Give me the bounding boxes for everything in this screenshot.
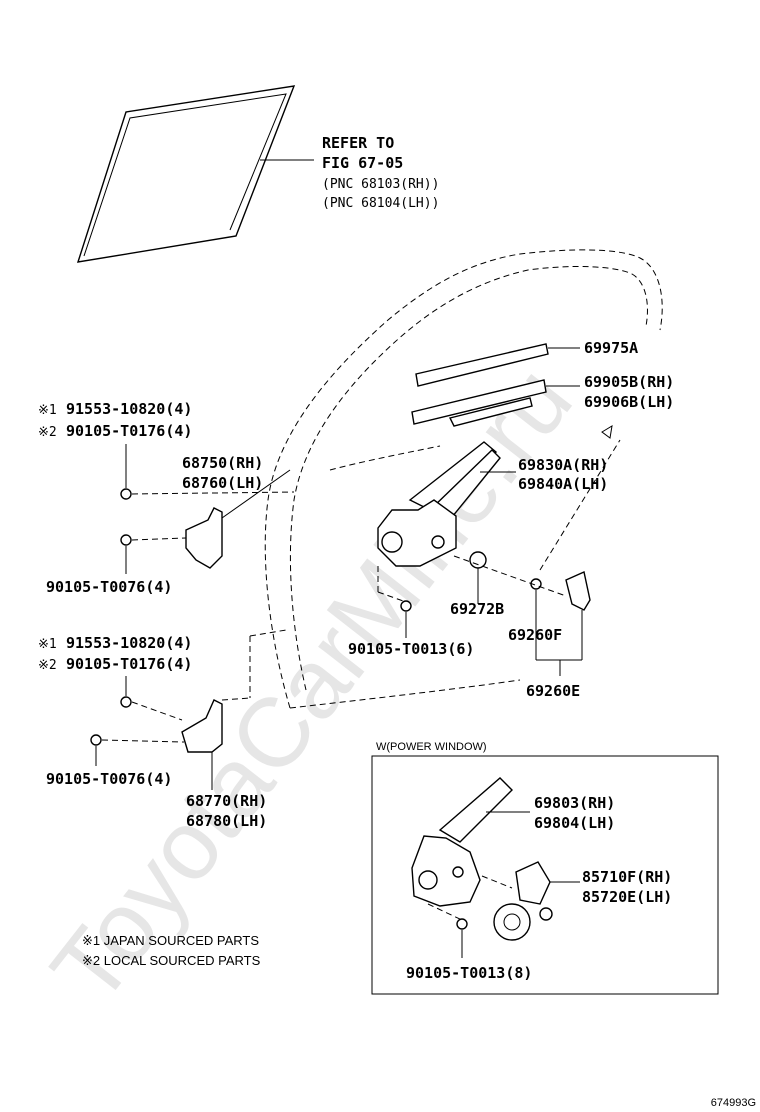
svg-text:69260F: 69260F <box>508 626 562 644</box>
svg-text:68770(RH): 68770(RH) <box>186 792 267 810</box>
regulator-parts: 69272B 69260F 69260E <box>450 439 621 700</box>
weatherstrip-69905B: 69905B(RH) 69906B(LH) <box>411 373 674 439</box>
svg-text:69803(RH): 69803(RH) <box>534 794 615 812</box>
power-window-inset: W(POWER WINDOW) 69803(RH) 69804(LH) 8571… <box>371 741 719 995</box>
lower-bolt-set: ※1 91553-10820(4) ※2 90105-T0176(4) 9010… <box>38 634 192 788</box>
svg-text:※1: ※1 <box>38 403 57 418</box>
weatherstrip-69975A: 69975A <box>415 339 638 387</box>
svg-text:※1: ※1 <box>38 637 57 652</box>
svg-text:69840A(LH): 69840A(LH) <box>518 475 608 493</box>
svg-text:(PNC 68104(LH)): (PNC 68104(LH)) <box>322 196 439 211</box>
svg-text:69830A(RH): 69830A(RH) <box>518 456 608 474</box>
svg-text:※2: ※2 <box>38 425 57 440</box>
figure-id: 674993G <box>711 1097 756 1109</box>
svg-text:85720E(LH): 85720E(LH) <box>582 888 672 906</box>
svg-text:REFER TO: REFER TO <box>322 134 394 152</box>
window-glass <box>76 85 314 263</box>
svg-text:69260E: 69260E <box>526 682 580 700</box>
svg-text:69906B(LH): 69906B(LH) <box>584 393 674 411</box>
glass-reference: REFER TO FIG 67-05 (PNC 68103(RH)) (PNC … <box>322 134 439 211</box>
svg-text:68760(LH): 68760(LH) <box>182 474 263 492</box>
svg-text:69975A: 69975A <box>584 339 638 357</box>
door-frame-outline <box>264 249 663 709</box>
svg-text:※2 LOCAL SOURCED PARTS: ※2 LOCAL SOURCED PARTS <box>82 953 261 968</box>
window-regulator-69830A: 69830A(RH) 69840A(LH) <box>377 441 608 567</box>
svg-text:90105-T0076(4): 90105-T0076(4) <box>46 578 172 596</box>
svg-text:91553-10820(4): 91553-10820(4) <box>66 634 192 652</box>
svg-text:69804(LH): 69804(LH) <box>534 814 615 832</box>
door-hinge-upper: 68750(RH) 68760(LH) <box>120 454 295 569</box>
svg-text:90105-T0176(4): 90105-T0176(4) <box>66 655 192 673</box>
svg-text:69272B: 69272B <box>450 600 504 618</box>
door-hinge-lower: 68770(RH) 68780(LH) <box>90 629 287 830</box>
bolt-90105-T0013: 90105-T0013(6) <box>348 566 474 658</box>
svg-text:90105-T0076(4): 90105-T0076(4) <box>46 770 172 788</box>
svg-text:68780(LH): 68780(LH) <box>186 812 267 830</box>
svg-text:(PNC 68103(RH)): (PNC 68103(RH)) <box>322 177 439 192</box>
svg-text:69905B(RH): 69905B(RH) <box>584 373 674 391</box>
svg-text:85710F(RH): 85710F(RH) <box>582 868 672 886</box>
upper-bolt-set: ※1 91553-10820(4) ※2 90105-T0176(4) 9010… <box>38 400 192 596</box>
power-window-motor <box>493 861 553 941</box>
source-notes: ※1 JAPAN SOURCED PARTS ※2 LOCAL SOURCED … <box>82 933 261 968</box>
svg-text:※2: ※2 <box>38 658 57 673</box>
svg-text:68750(RH): 68750(RH) <box>182 454 263 472</box>
svg-text:90105-T0176(4): 90105-T0176(4) <box>66 422 192 440</box>
svg-text:※1 JAPAN SOURCED PARTS: ※1 JAPAN SOURCED PARTS <box>82 933 259 948</box>
svg-text:90105-T0013(6): 90105-T0013(6) <box>348 640 474 658</box>
svg-text:91553-10820(4): 91553-10820(4) <box>66 400 192 418</box>
svg-text:FIG 67-05: FIG 67-05 <box>322 154 403 172</box>
power-window-title: W(POWER WINDOW) <box>376 741 487 753</box>
svg-text:90105-T0013(8): 90105-T0013(8) <box>406 964 532 982</box>
